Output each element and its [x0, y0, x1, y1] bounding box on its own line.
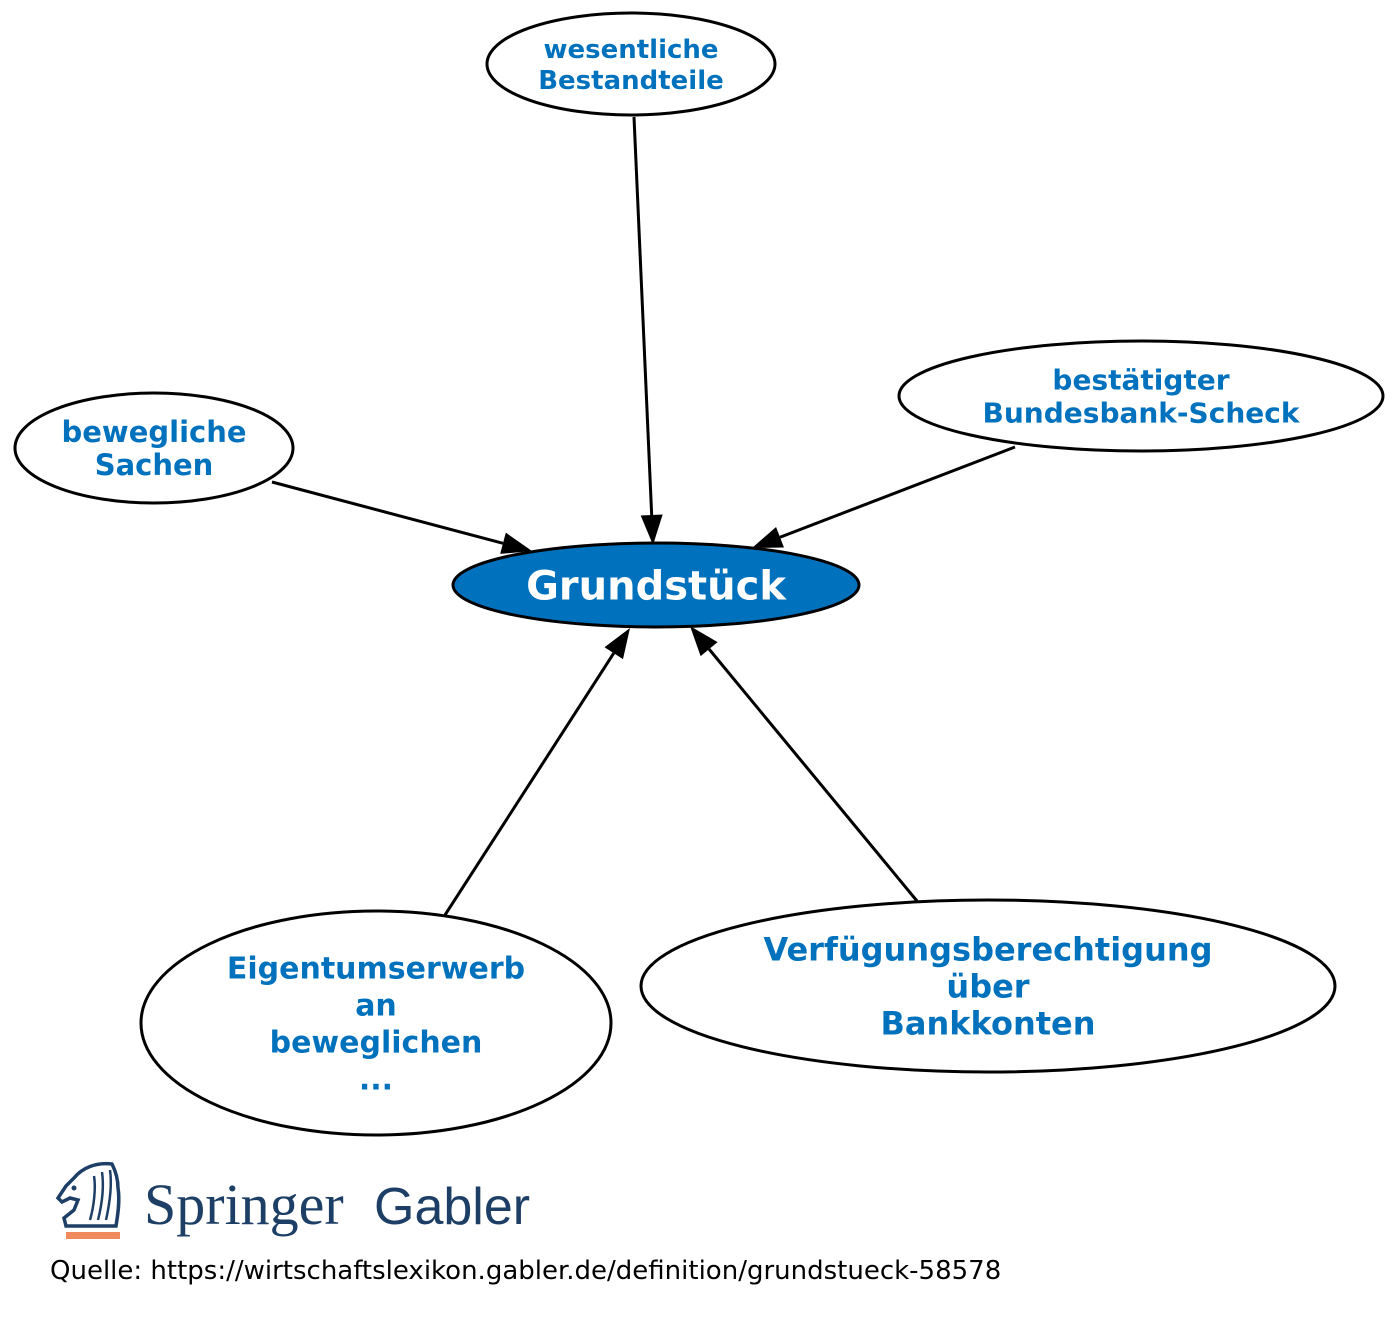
concept-diagram: wesentlicheBestandteilebeweglicheSachenb…	[13, 11, 1385, 1137]
center-label-line-0: Grundstück	[526, 563, 787, 609]
eigentumserwerb-label-line-1: an	[355, 988, 397, 1023]
eigentumserwerb-ellipse	[139, 909, 613, 1137]
logo-brand-text: Springer	[144, 1172, 344, 1237]
bewegliche-label-line-0: bewegliche	[61, 415, 246, 449]
source-citation: Quelle: https://wirtschaftslexikon.gable…	[50, 1256, 1002, 1286]
verfuegung-label-line-2: Bankkonten	[880, 1005, 1095, 1043]
edge-verfuegung-to-grundstueck	[707, 648, 919, 902]
node-eigentumserwerb[interactable]: Eigentumserwerbanbeweglichen...	[139, 909, 613, 1137]
verfuegung-label-line-0: Verfügungsberechtigung	[763, 931, 1212, 969]
edges	[271, 116, 1016, 916]
springer-gabler-logo: Springer Gabler	[52, 1158, 542, 1250]
bestaetigter-label-line-1: Bundesbank-Scheck	[983, 397, 1301, 430]
arrowhead-bewegliche	[500, 532, 532, 554]
edge-wesentliche-to-grundstueck	[632, 116, 654, 516]
edge-bestaetigter-to-grundstueck	[779, 445, 1016, 539]
bestaetigter-ellipse	[897, 339, 1385, 453]
center-node[interactable]: Grundstück	[451, 541, 861, 629]
arrowhead-eigentumserwerb	[604, 628, 630, 660]
verfuegung-label-line-1: über	[946, 968, 1029, 1006]
wesentliche-ellipse	[485, 11, 777, 117]
center-ellipse	[451, 541, 861, 629]
verfuegung-ellipse	[639, 898, 1337, 1074]
eigentumserwerb-label-line-3: ...	[359, 1062, 393, 1097]
arrowhead-bestaetigter	[752, 526, 784, 548]
edge-bewegliche-to-grundstueck	[271, 480, 504, 545]
wesentliche-label-line-1: Bestandteile	[538, 66, 724, 96]
wesentliche-label-line-0: wesentliche	[543, 35, 718, 65]
knight-horse-icon	[55, 1161, 121, 1239]
bestaetigter-label-line-0: bestätigter	[1052, 364, 1229, 397]
nodes: wesentlicheBestandteilebeweglicheSachenb…	[13, 11, 1385, 1137]
logo-imprint-text: Gabler	[374, 1178, 530, 1236]
arrowhead-wesentliche	[640, 514, 663, 545]
bewegliche-label-line-1: Sachen	[95, 448, 214, 482]
arrowhead-verfuegung	[690, 626, 718, 657]
eigentumserwerb-label-line-2: beweglichen	[270, 1025, 483, 1060]
edge-eigentumserwerb-to-grundstueck	[443, 652, 616, 916]
eigentumserwerb-label-line-0: Eigentumserwerb	[227, 951, 525, 986]
bewegliche-ellipse	[13, 391, 295, 505]
